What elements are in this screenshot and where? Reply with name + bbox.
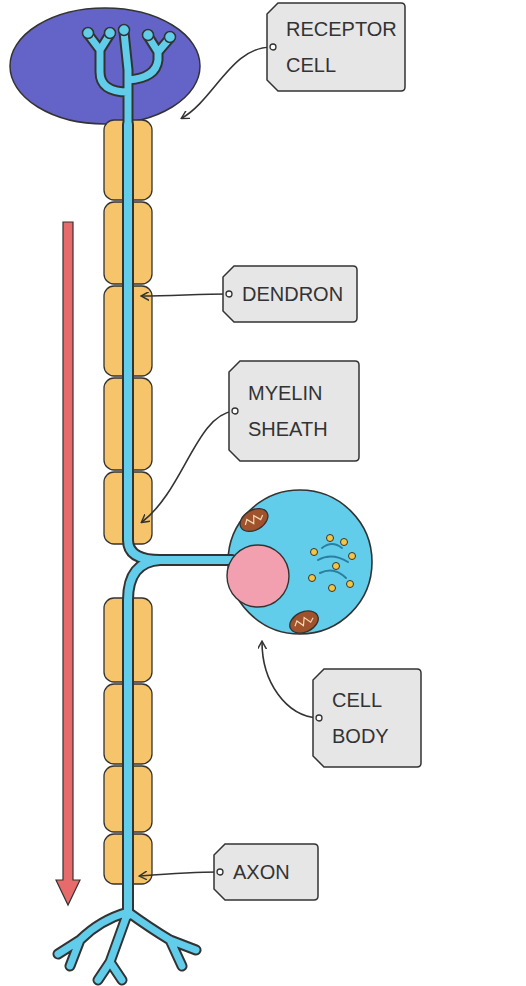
tag-shape [313, 669, 421, 767]
dendrite-outline [88, 32, 170, 128]
tag-label: DENDRON [242, 276, 354, 312]
golgi-membrane [318, 544, 348, 578]
dendrite-knob [83, 28, 94, 39]
tag-shape [214, 844, 318, 900]
label-tag: CELL BODY [312, 668, 422, 768]
tag-hole [270, 44, 276, 50]
mitochondrion-shape [236, 504, 272, 536]
tag-label: RECEPTOR CELL [286, 11, 404, 83]
axon-fibre-outline [128, 560, 160, 915]
vesicle [349, 553, 356, 560]
axon-terminal [58, 912, 196, 980]
mitochondrion-cristae [243, 512, 264, 528]
tag-label: CELL BODY [332, 682, 414, 754]
vesicle [333, 563, 340, 570]
vesicle [347, 581, 354, 588]
tag-shape [229, 361, 359, 461]
vesicle [309, 575, 316, 582]
mitochondrion-cristae [293, 614, 314, 629]
tag-hole [316, 715, 322, 721]
dendrite [88, 32, 170, 128]
mitochondrion [286, 607, 322, 638]
impulse-direction-arrow [56, 222, 80, 905]
tag-outline [266, 2, 406, 92]
tag-hole [232, 408, 238, 414]
label-tag: RECEPTOR CELL [266, 2, 406, 92]
tag-hole [226, 291, 232, 297]
leader-line [140, 872, 219, 876]
leader-line [142, 411, 234, 522]
tag-shape [267, 3, 405, 91]
vesicle [327, 535, 334, 542]
tag-hole [217, 869, 223, 875]
axon-fibre [128, 560, 160, 915]
leader-line [142, 294, 228, 296]
leader-line [262, 642, 318, 718]
dendrite-knob [119, 25, 130, 36]
vesicle [341, 539, 348, 546]
leader-line [182, 47, 272, 118]
mitochondrion-shape [286, 607, 322, 638]
tag-outline [312, 668, 422, 768]
vesicle [311, 549, 318, 556]
label-tag: MYELIN SHEATH [228, 360, 360, 462]
mitochondrion [236, 504, 272, 536]
tag-label: AXON [233, 854, 315, 890]
dendron-fibre-outline [128, 125, 232, 560]
dendrite-knob [105, 28, 116, 39]
vesicle [329, 585, 336, 592]
dendrite-knob [143, 30, 154, 41]
dendrite-knob [165, 32, 176, 43]
tag-label: MYELIN SHEATH [248, 375, 348, 447]
dendron-fibre [128, 125, 232, 560]
nucleus [227, 545, 289, 607]
axon-terminal-outline [58, 912, 196, 980]
tag-shape [223, 266, 357, 322]
label-tag: DENDRON [222, 265, 358, 323]
tag-outline [228, 360, 360, 462]
label-tag: AXON [213, 843, 319, 901]
